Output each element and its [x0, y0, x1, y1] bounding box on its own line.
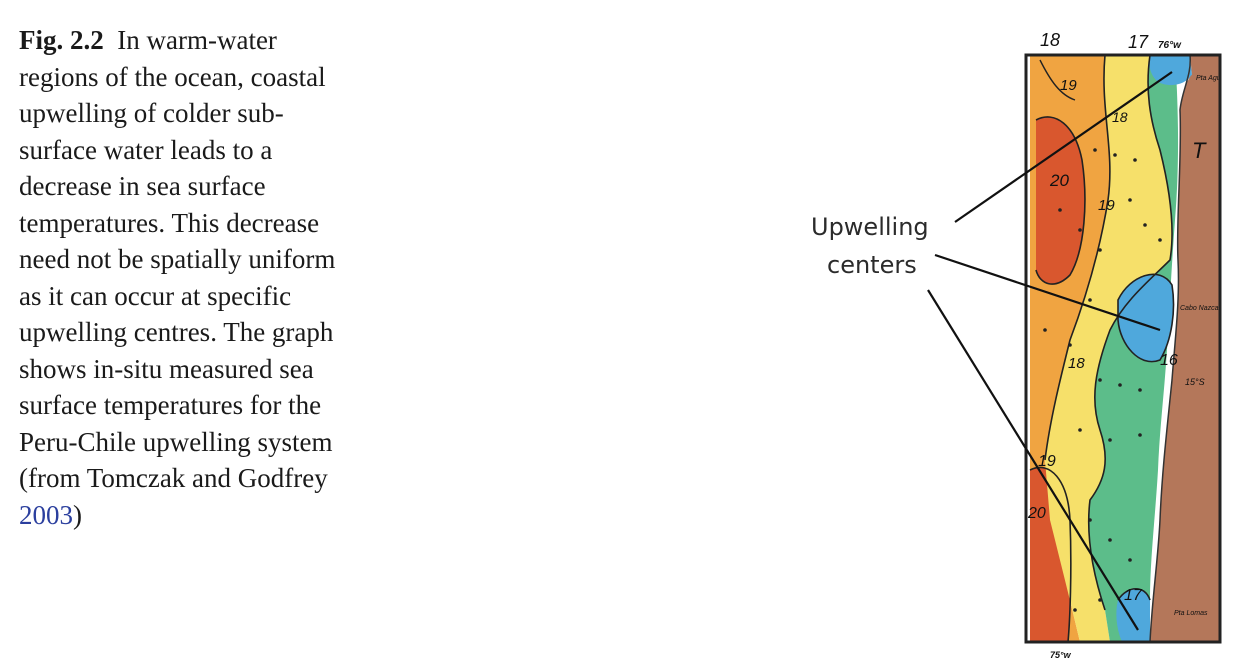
contour-label: 20 — [1027, 505, 1046, 522]
caption-text-line: surface water leads to a — [19, 134, 273, 165]
caption-closing: ) — [73, 499, 82, 530]
caption-text-line: shows in-situ measured sea — [19, 353, 314, 384]
top-isotherm-label: 17 — [1128, 32, 1149, 52]
caption-last-line: 2003) — [19, 497, 399, 534]
figure-label: Fig. 2.2 — [19, 25, 104, 55]
upwelling-center-mid — [1118, 274, 1174, 362]
caption-text-line: In warm-water — [117, 25, 277, 55]
isotherm-line — [1117, 587, 1151, 601]
land-label: T — [1192, 138, 1207, 163]
caption-text-line: temperatures. This decrease — [19, 207, 320, 238]
contour-label: 19 — [1060, 77, 1077, 94]
contour-label: 18 — [1112, 109, 1128, 125]
citation-link[interactable]: 2003 — [19, 499, 73, 530]
caption-text-line: (from Tomczak and Godfrey — [19, 463, 328, 493]
caption-text-line: upwelling centres. The graph — [19, 317, 334, 347]
mild-region — [1045, 55, 1172, 642]
caption-text-line: upwelling of colder sub- — [19, 98, 284, 128]
figure-caption: Fig. 2.2 In warm-water regions of the oc… — [19, 22, 399, 533]
caption-text-line: Peru-Chile upwelling system — [19, 426, 333, 457]
station-dots — [1043, 148, 1162, 612]
contour-label: 19 — [1038, 453, 1056, 470]
callout-arrows — [927, 71, 1173, 631]
coastline — [1149, 55, 1191, 642]
isotherm-line — [1044, 55, 1111, 461]
latitude-label: 15°S — [1185, 377, 1205, 387]
caption-first-line: Fig. 2.2 In warm-water — [19, 22, 399, 59]
upwelling-center-north — [1149, 55, 1192, 86]
caption-text-line: surface temperatures for the — [19, 390, 322, 420]
isotherm-line — [1039, 59, 1076, 101]
contour-label: 20 — [1049, 171, 1069, 190]
isotherm-line — [1117, 273, 1175, 363]
place-label: Cabo Nazca — [1180, 305, 1219, 312]
map-frame — [1024, 53, 1222, 644]
upwelling-center-south — [1116, 588, 1150, 642]
caption-text-line: as it can occur at specific — [19, 280, 292, 311]
sst-map: 19 18 20 19 18 16 19 20 17 Pta Aguja T C… — [1026, 55, 1226, 642]
contour-label: 18 — [1068, 355, 1085, 372]
callout-label-line2: centers — [827, 251, 917, 279]
top-isotherm-label: 18 — [1040, 30, 1060, 50]
callout-label-line1: Upwelling — [811, 213, 929, 241]
bottom-longitude-label: 75°w — [1050, 650, 1072, 660]
caption-text-line: decrease in sea surface — [19, 171, 266, 201]
top-longitude-label: 76°w — [1158, 40, 1182, 51]
contour-label: 16 — [1160, 352, 1178, 369]
isotherm-line — [1087, 55, 1173, 611]
contour-label: 19 — [1098, 197, 1115, 214]
place-label: Pta Aguja — [1196, 75, 1226, 82]
place-label: Pta Lomas — [1174, 610, 1208, 617]
land-mass — [1150, 55, 1220, 642]
caption-text-line: regions of the ocean, coastal — [19, 61, 326, 92]
contour-label: 17 — [1124, 587, 1143, 604]
isotherm-line — [1035, 116, 1086, 285]
caption-text-line: need not be spatially uniform — [19, 244, 336, 274]
